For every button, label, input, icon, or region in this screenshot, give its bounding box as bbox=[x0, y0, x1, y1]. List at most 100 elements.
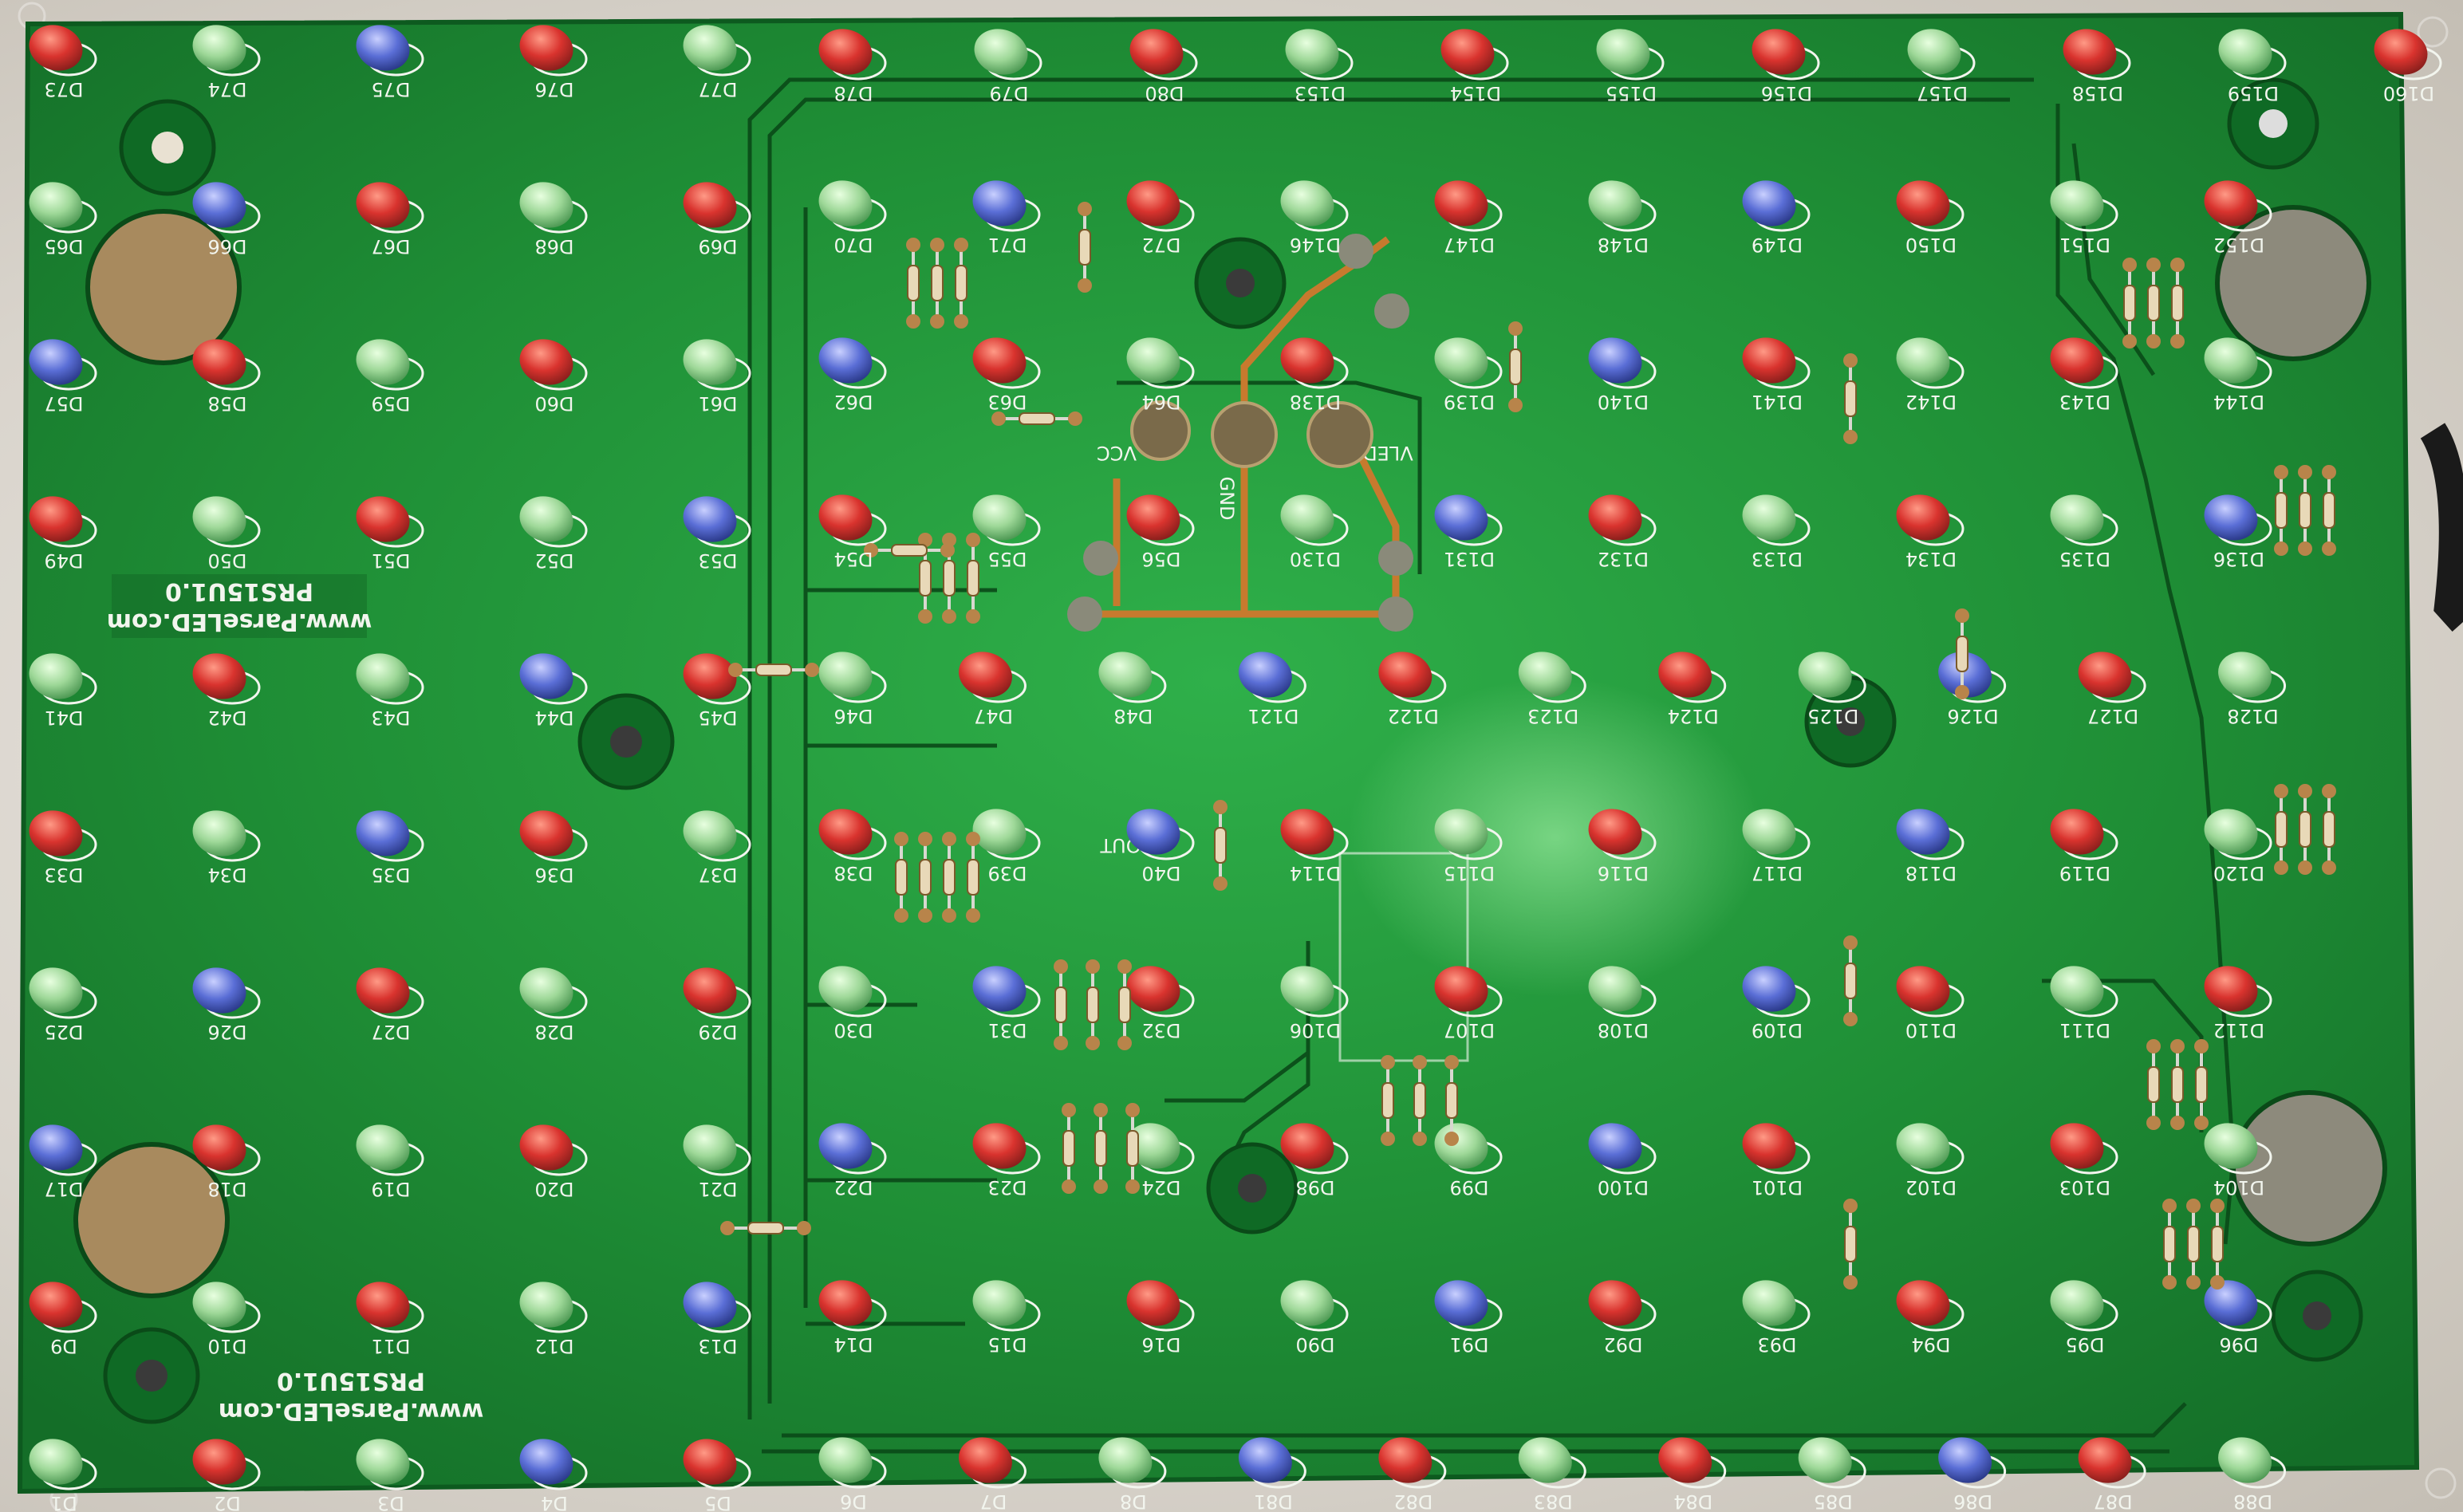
led-label-d15: D15 bbox=[987, 1333, 1027, 1356]
led-label-d130: D130 bbox=[1290, 548, 1341, 570]
led-d71 bbox=[972, 180, 1041, 232]
resistor bbox=[991, 411, 1082, 426]
led-d2 bbox=[192, 1439, 261, 1490]
resistor bbox=[942, 832, 956, 923]
resistor bbox=[1062, 1103, 1076, 1194]
led-label-d55: D55 bbox=[987, 548, 1027, 570]
resistor bbox=[2322, 465, 2336, 556]
led-label-d46: D46 bbox=[833, 705, 873, 727]
led-d67 bbox=[356, 182, 424, 234]
led-label-d4: D4 bbox=[541, 1492, 568, 1512]
led-label-d152: D152 bbox=[2213, 234, 2264, 256]
led-label-d42: D42 bbox=[207, 707, 246, 729]
led-label-d159: D159 bbox=[2228, 82, 2279, 104]
led-label-d154: D154 bbox=[1450, 82, 1501, 104]
led-d41 bbox=[29, 653, 97, 705]
led-d86 bbox=[1938, 1437, 2007, 1489]
led-label-d66: D66 bbox=[207, 235, 246, 258]
led-label-d2: D2 bbox=[214, 1492, 241, 1512]
led-label-d117: D117 bbox=[1752, 862, 1803, 884]
led-label-d109: D109 bbox=[1752, 1019, 1803, 1041]
led-label-d126: D126 bbox=[1947, 705, 1998, 727]
led-d131 bbox=[1434, 494, 1503, 546]
led-label-d118: D118 bbox=[1905, 862, 1957, 884]
led-d38 bbox=[818, 809, 887, 860]
led-d158 bbox=[2063, 29, 2131, 81]
led-d32 bbox=[1126, 966, 1195, 1018]
led-label-d62: D62 bbox=[833, 391, 873, 413]
led-label-d136: D136 bbox=[2213, 548, 2264, 570]
led-d40 bbox=[1126, 809, 1195, 860]
led-d85 bbox=[1798, 1437, 1866, 1489]
led-label-d69: D69 bbox=[698, 235, 737, 258]
resistor bbox=[1843, 935, 1858, 1026]
led-label-d91: D91 bbox=[1449, 1333, 1488, 1356]
led-label-d133: D133 bbox=[1752, 548, 1803, 570]
resistor bbox=[2162, 1199, 2177, 1290]
led-label-d111: D111 bbox=[2059, 1019, 2110, 1041]
led-d101 bbox=[1742, 1123, 1811, 1175]
led-label-d9: D9 bbox=[50, 1335, 77, 1357]
led-label-d53: D53 bbox=[698, 549, 737, 572]
led-label-d88: D88 bbox=[2233, 1490, 2272, 1512]
led-label-d5: D5 bbox=[704, 1492, 731, 1512]
led-label-d63: D63 bbox=[987, 391, 1027, 413]
led-label-d104: D104 bbox=[2213, 1176, 2264, 1199]
led-d7 bbox=[958, 1437, 1027, 1489]
led-label-d108: D108 bbox=[1598, 1019, 1649, 1041]
led-label-d79: D79 bbox=[989, 82, 1028, 104]
led-label-d147: D147 bbox=[1444, 234, 1495, 256]
silkscreen-brand-top: www.ParseLED.com PRS15U1.0 bbox=[107, 574, 372, 638]
led-d43 bbox=[356, 653, 424, 705]
led-d109 bbox=[1742, 966, 1811, 1018]
resistor bbox=[930, 238, 944, 329]
led-d64 bbox=[1126, 337, 1195, 389]
led-label-d68: D68 bbox=[534, 235, 573, 258]
led-label-d37: D37 bbox=[698, 864, 737, 886]
led-d70 bbox=[818, 180, 887, 232]
led-label-d95: D95 bbox=[2065, 1333, 2104, 1356]
led-d6 bbox=[818, 1437, 887, 1489]
led-d37 bbox=[683, 810, 751, 862]
led-d112 bbox=[2204, 966, 2272, 1018]
led-d102 bbox=[1896, 1123, 1964, 1175]
led-d58 bbox=[192, 339, 261, 391]
led-label-d27: D27 bbox=[371, 1021, 410, 1043]
power-cable bbox=[2420, 423, 2463, 632]
led-d69 bbox=[683, 182, 751, 234]
led-label-d3: D3 bbox=[377, 1492, 404, 1512]
led-d34 bbox=[192, 810, 261, 862]
led-label-d38: D38 bbox=[833, 862, 873, 884]
led-d133 bbox=[1742, 494, 1811, 546]
led-label-d148: D148 bbox=[1598, 234, 1649, 256]
led-label-d60: D60 bbox=[534, 392, 573, 415]
led-d140 bbox=[1588, 337, 1657, 389]
resistor bbox=[918, 832, 932, 923]
resistor bbox=[720, 1221, 811, 1235]
led-d57 bbox=[29, 339, 97, 391]
led-label-d8: D8 bbox=[1120, 1490, 1147, 1512]
led-label-d103: D103 bbox=[2059, 1176, 2110, 1199]
led-label-d93: D93 bbox=[1757, 1333, 1796, 1356]
led-d100 bbox=[1588, 1123, 1657, 1175]
led-d95 bbox=[2050, 1280, 2118, 1332]
led-label-d138: D138 bbox=[1290, 391, 1341, 413]
resistor bbox=[2298, 465, 2312, 556]
led-label-d72: D72 bbox=[1141, 234, 1180, 256]
resistor bbox=[1213, 800, 1228, 891]
led-label-d100: D100 bbox=[1598, 1176, 1649, 1199]
resistor bbox=[2122, 258, 2137, 348]
resistor bbox=[1843, 353, 1858, 444]
led-label-d35: D35 bbox=[371, 864, 410, 886]
led-label-d48: D48 bbox=[1113, 705, 1153, 727]
led-d15 bbox=[972, 1280, 1041, 1332]
led-d130 bbox=[1280, 494, 1349, 546]
resistor bbox=[1413, 1055, 1427, 1146]
led-d127 bbox=[2078, 652, 2146, 703]
led-label-d142: D142 bbox=[1905, 391, 1957, 413]
led-d142 bbox=[1896, 337, 1964, 389]
led-d47 bbox=[958, 652, 1027, 703]
led-d16 bbox=[1126, 1280, 1195, 1332]
led-d125 bbox=[1798, 652, 1866, 703]
led-d153 bbox=[1285, 29, 1354, 81]
